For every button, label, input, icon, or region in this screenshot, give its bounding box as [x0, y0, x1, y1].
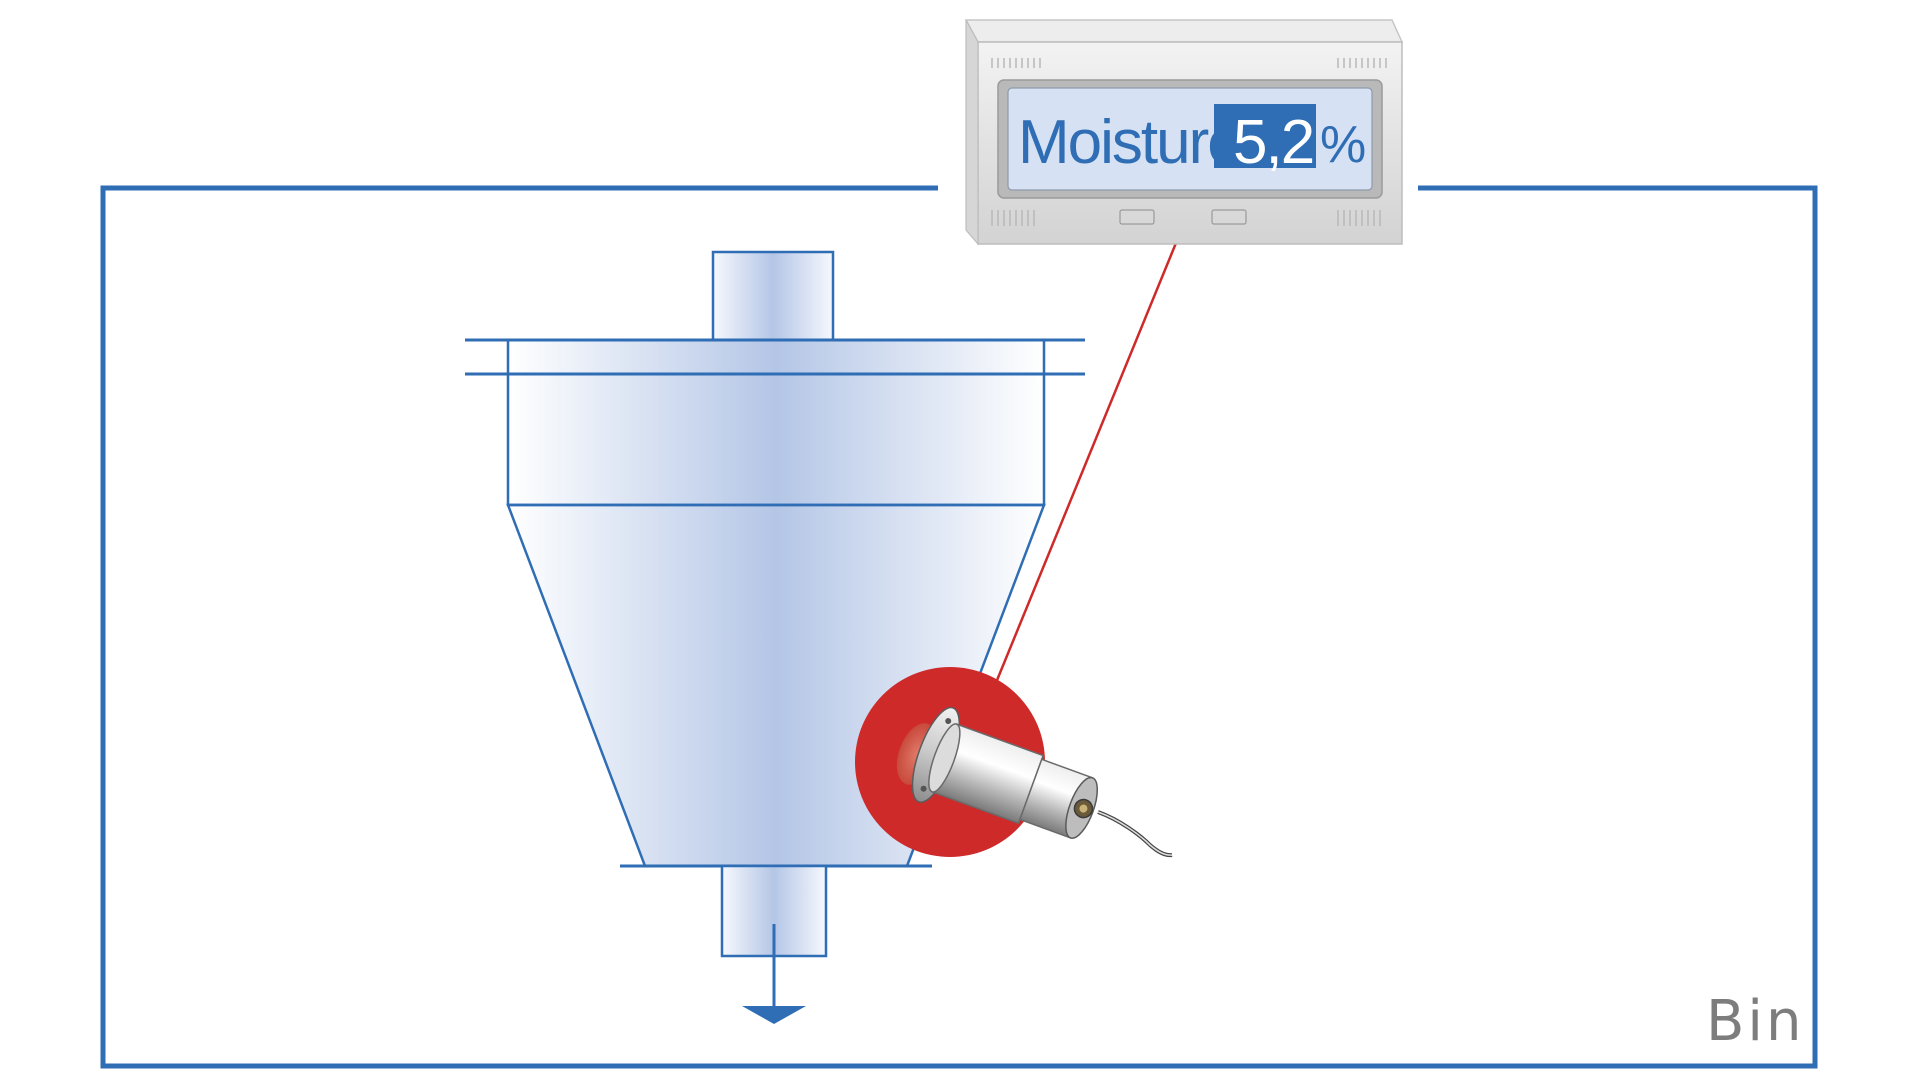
display-button-right[interactable] — [1211, 209, 1247, 225]
display-value-box — [1214, 104, 1316, 168]
vent-grille-top-right — [1337, 58, 1387, 68]
sensor-cable — [1097, 810, 1173, 858]
bin-label: Bin — [1706, 989, 1804, 1054]
display-button-left[interactable] — [1119, 209, 1155, 225]
vent-grille-top-left — [991, 58, 1041, 68]
vent-grille-bottom-right — [1337, 210, 1381, 226]
display-housing-side — [965, 19, 979, 246]
inlet-pipe — [711, 250, 835, 342]
display-housing-top — [964, 19, 1404, 43]
vent-grille-bottom-left — [991, 210, 1035, 226]
moisture-display-panel-icon: Moisture 5,2 % — [964, 19, 1404, 246]
arrow-down-icon — [742, 924, 806, 1024]
signal-line — [991, 242, 1178, 691]
moisture-sensor-probe-icon — [855, 667, 1173, 858]
display-unit: % — [1320, 116, 1366, 174]
display-label: Moisture — [1018, 108, 1240, 177]
bin-frame — [100, 185, 1818, 1069]
hopper-cylinder — [506, 338, 1046, 507]
bin-frame-left — [100, 185, 1818, 1069]
display-value: 5,2 — [1233, 108, 1313, 177]
hopper-tank — [465, 250, 1085, 1024]
